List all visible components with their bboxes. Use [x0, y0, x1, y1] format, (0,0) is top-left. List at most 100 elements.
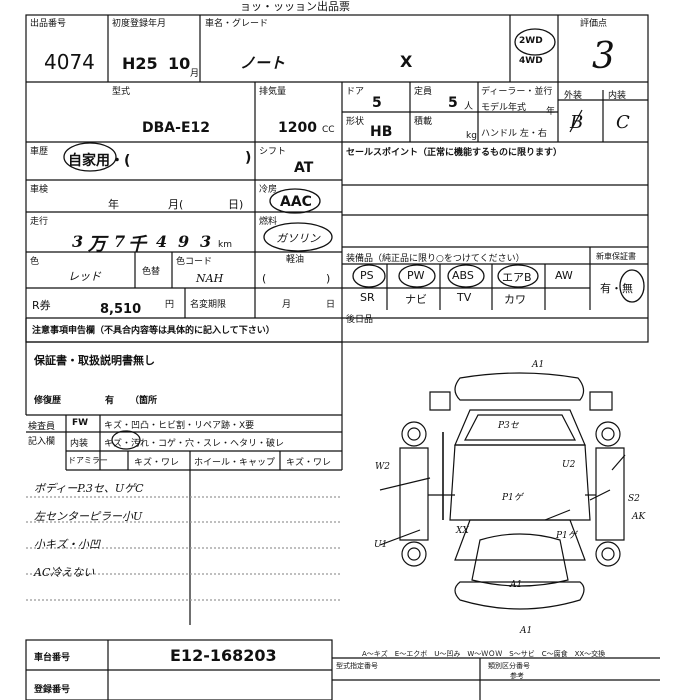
load-unit: kg — [466, 131, 477, 141]
first-reg-month: 10 — [168, 54, 191, 73]
damage-legend: A～キズ E～エクボ U～凹み W～ＷＯＷ S～サビ C～腐食 XX～交換 — [362, 650, 606, 658]
displacement-value: 1200 — [278, 120, 317, 136]
equipment-label: 装備品（純正品に限り○をつけてください） — [346, 254, 525, 264]
color-label: 色 — [30, 257, 40, 267]
mark-p1ge-2: P1ゲ — [556, 531, 577, 541]
equip-leather: カワ — [504, 293, 526, 306]
capacity-value: 5 — [448, 95, 458, 111]
car-diagram — [379, 372, 626, 610]
equip-airbag: エアB — [502, 271, 532, 284]
type-designation-label: 型式指定番号 — [336, 662, 378, 670]
mileage-d3: 4 — [156, 232, 168, 251]
mileage-d1: 3 — [72, 232, 84, 251]
frame-number: E12-168203 — [170, 646, 277, 665]
mileage-d2: 7 — [114, 232, 126, 251]
displacement-unit: CC — [322, 125, 335, 135]
interior-label: 内装 — [608, 91, 627, 101]
check-mirror-items: キズ・ワレ — [134, 458, 180, 468]
shape-value: HB — [370, 124, 393, 140]
after-label: 後日品 — [346, 315, 374, 325]
score-label: 評価点 — [580, 19, 608, 29]
drive-2wd: 2WD — [519, 36, 543, 46]
usage-label: 車歴 — [30, 147, 49, 157]
mark-xx: XX — [456, 526, 469, 536]
shift-value: AT — [294, 160, 314, 176]
mark-u2: U2 — [562, 460, 576, 470]
lot-label: 出品番号 — [30, 19, 67, 29]
repair-location: （箇所 — [130, 396, 158, 406]
regno-label: 登録番号 — [34, 685, 71, 695]
warranty-value: 有・無 — [600, 282, 633, 295]
usage-close: ) — [245, 150, 252, 166]
mark-a1-bottom: A1 — [520, 626, 533, 636]
diesel-label: 軽油 — [286, 255, 305, 265]
inspection-day: 日) — [228, 198, 244, 211]
equip-tv: TV — [457, 291, 472, 304]
notes-line1: 保証書・取扱説明書無し — [34, 354, 155, 367]
color-change-label: 色替 — [142, 267, 161, 277]
inspection-label: 車検 — [30, 185, 49, 195]
repair-label: 修復歴 — [34, 396, 62, 406]
exterior-grade: B — [570, 112, 584, 133]
model-year-label: モデル年式 — [481, 103, 527, 113]
check-mirror: ドアミラー — [68, 456, 108, 465]
ac-label: 冷房 — [259, 185, 278, 195]
equip-pw: PW — [407, 269, 425, 282]
equip-abs: ABS — [452, 269, 474, 282]
vehicle-name: ノート — [240, 54, 286, 72]
doors-value: 5 — [372, 95, 382, 111]
load-label: 積載 — [414, 117, 433, 127]
score-value: 3 — [592, 36, 615, 77]
mark-s2: S2 — [628, 494, 640, 504]
category-number-label: 類別区分番号 — [488, 662, 530, 670]
diesel-paren-left: ( — [262, 272, 267, 285]
exterior-label: 外装 — [564, 91, 583, 101]
model-label: 型式 — [112, 87, 131, 97]
shift-label: シフト — [259, 147, 287, 157]
equip-sr: SR — [360, 291, 375, 304]
inspection-year: 年 — [108, 198, 119, 211]
ac-value: AAC — [280, 194, 312, 210]
mark-ak: AK — [632, 512, 646, 522]
mileage-u2: 千 — [128, 234, 146, 255]
model-code: DBA-E12 — [142, 120, 210, 136]
comment-line-2: 左センターピラー小U — [34, 510, 143, 523]
mark-w2: W2 — [375, 462, 390, 472]
vehicle-grade: X — [400, 52, 413, 71]
drive-4wd: 4WD — [519, 56, 543, 66]
frame-label: 車台番号 — [34, 653, 71, 663]
sales-label: セールスポイント（正常に機能するものに限ります） — [346, 148, 563, 158]
lot-number: 4074 — [44, 50, 95, 74]
equip-navi: ナビ — [405, 293, 427, 306]
recycle-unit: 円 — [165, 300, 175, 310]
check-label-2: 記入欄 — [28, 437, 56, 447]
usage-value: 自家用・( — [68, 153, 131, 169]
capacity-label: 定員 — [414, 87, 433, 97]
interior-grade: C — [616, 112, 630, 133]
mark-p3se: P3セ — [498, 421, 519, 431]
repair-value: 有 — [105, 396, 115, 406]
mark-a1-top: A1 — [532, 360, 545, 370]
check-wheel-items: キズ・ワレ — [286, 458, 332, 468]
comment-line-4: AC冷えない — [34, 566, 95, 579]
mark-a1-rear: A1 — [510, 580, 523, 590]
fuel-value: ガソリン — [276, 232, 320, 245]
check-fw-items: キズ・凹凸・ヒビ割・リペア跡・X要 — [104, 421, 255, 431]
check-fw: FW — [72, 418, 89, 428]
comment-line-1: ボディーP.3セ、UゲC — [34, 482, 144, 495]
check-label-1: 検査員 — [28, 422, 56, 432]
doors-label: ドア — [346, 87, 365, 97]
first-reg-year: H25 — [122, 54, 158, 73]
check-interior-items: キズ・汚れ・コゲ・穴・スレ・ヘタリ・破レ — [104, 439, 285, 449]
comment-line-3: 小キズ・小凹 — [34, 538, 100, 551]
equip-ps: PS — [360, 269, 374, 282]
dealer-label: ディーラー・並行 — [481, 87, 553, 97]
check-interior: 内装 — [70, 439, 89, 449]
diesel-paren-right: ) — [326, 272, 331, 285]
color-value: レッド — [68, 270, 101, 283]
mark-p1ge-1: P1ゲ — [502, 493, 523, 503]
fuel-label: 燃料 — [259, 217, 278, 227]
color-code-label: 色コード — [176, 257, 213, 267]
mileage-label: 走行 — [30, 217, 49, 227]
shape-label: 形状 — [346, 117, 365, 127]
